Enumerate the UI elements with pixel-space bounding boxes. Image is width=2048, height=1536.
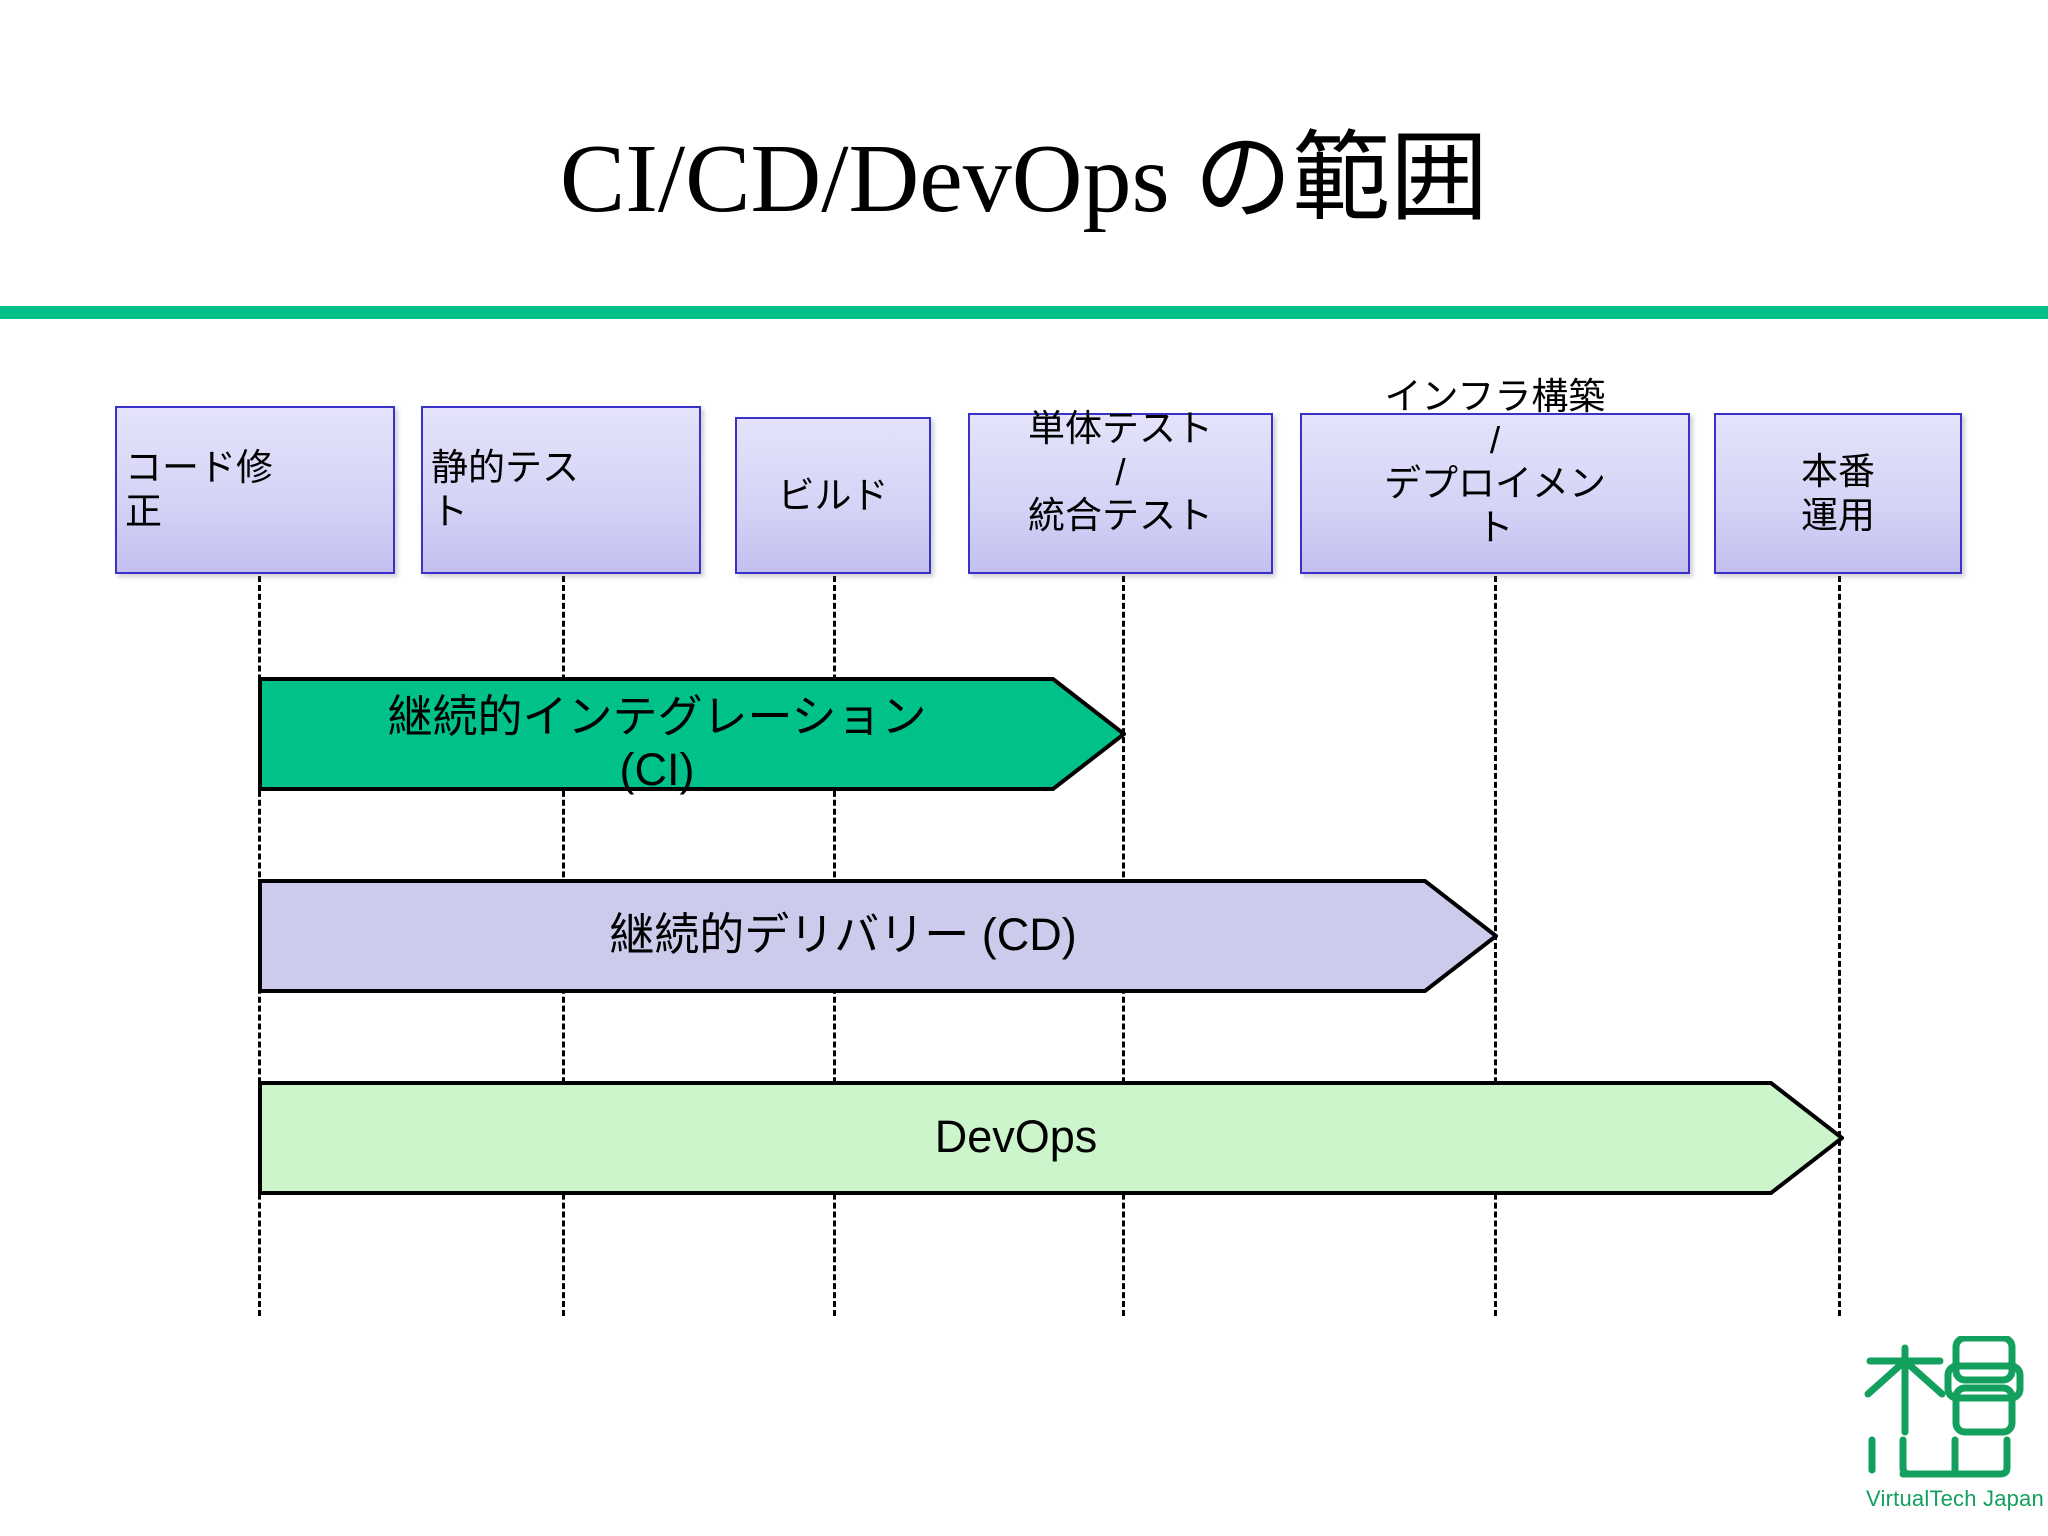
stage-box-production[interactable]: 本番 運用 xyxy=(1714,413,1962,574)
dash-line-production xyxy=(1838,576,1841,1316)
scope-arrow-ci-shape xyxy=(258,677,1126,791)
logo-wordmark: VirtualTech Japan xyxy=(1866,1486,2044,1511)
stage-label-production: 本番 運用 xyxy=(1801,450,1875,536)
scope-arrow-cd-shape xyxy=(258,879,1498,993)
scope-arrow-cd-label: 継続的デリバリー (CD) xyxy=(609,909,1077,960)
logo-mark-icon xyxy=(1864,1336,2024,1478)
stage-label-infra-deploy: インフラ構築 / デプロイメン ト xyxy=(1384,376,1606,548)
stage-label-static-test: 静的テス ト xyxy=(431,447,579,532)
scope-arrow-ci-label: 継続的インテグレーション (CI) xyxy=(387,691,927,796)
title-divider xyxy=(0,306,2048,319)
stage-box-unit-test[interactable]: 単体テスト / 統合テスト xyxy=(968,408,1273,574)
stage-label-build: ビルド xyxy=(777,474,889,516)
scope-arrow-ci[interactable]: 継続的インテグレーション (CI) xyxy=(258,676,1126,795)
page-title: CI/CD/DevOps の範囲 xyxy=(559,125,1489,233)
virtualtech-japan-logo: VirtualTech Japan xyxy=(1862,1336,2048,1536)
scope-arrow-cd[interactable]: 継続的デリバリー (CD) xyxy=(258,878,1498,994)
dash-line-infra-deploy xyxy=(1494,576,1497,1316)
stage-box-static-test[interactable]: 静的テス ト xyxy=(421,406,701,574)
stage-label-unit-test: 単体テスト / 統合テスト xyxy=(1028,408,1213,537)
stage-label-code-fix: コード修 正 xyxy=(125,447,273,532)
stage-box-infra-deploy[interactable]: インフラ構築 / デプロイメン ト xyxy=(1300,376,1690,574)
scope-arrow-devops[interactable]: DevOps xyxy=(258,1080,1844,1196)
stage-box-code-fix[interactable]: コード修 正 xyxy=(115,406,395,574)
scope-arrow-devops-shape xyxy=(258,1081,1844,1195)
stage-box-build[interactable]: ビルド xyxy=(735,417,931,574)
scope-arrow-devops-label: DevOps xyxy=(934,1111,1098,1162)
